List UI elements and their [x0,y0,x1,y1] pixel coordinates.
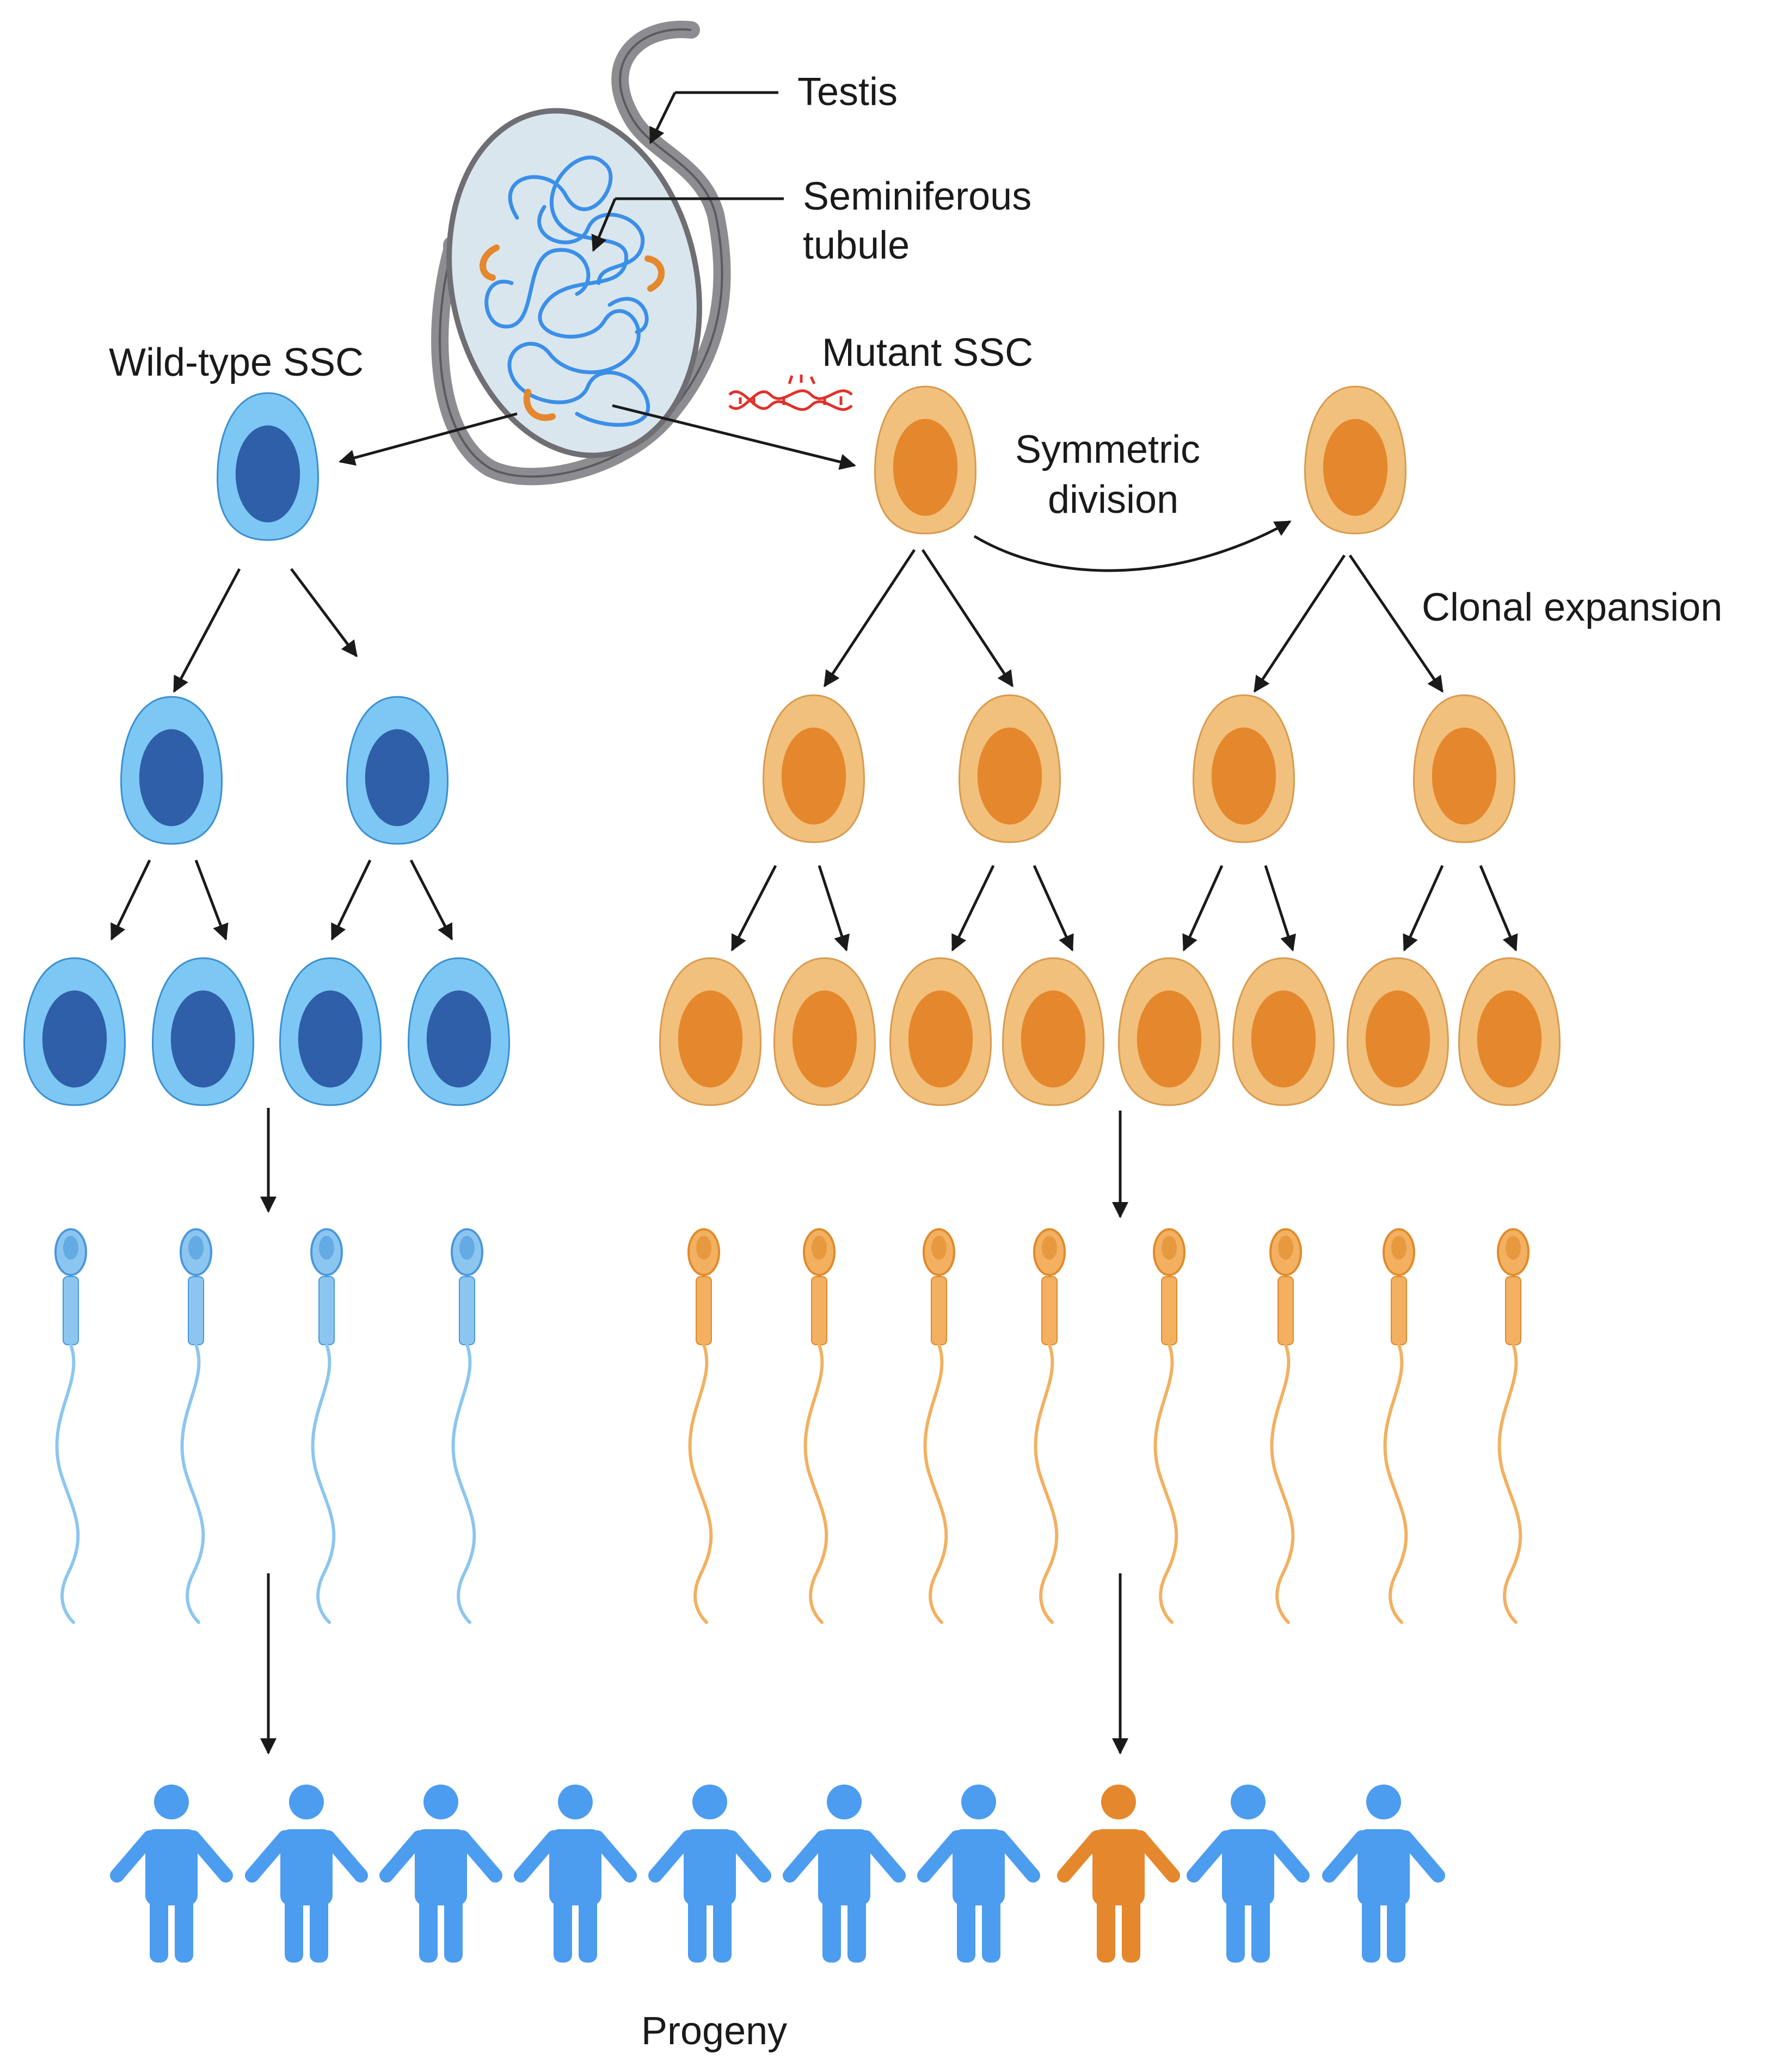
lineage-arrow [921,549,1014,688]
mutant-ssc-clone-cell [1304,385,1407,535]
lineage-arrow [1479,865,1518,952]
symmetric-division-label-line1: Symmetric [1015,428,1200,471]
cell-nucleus [1211,727,1276,825]
cell-nucleus [908,990,973,1088]
mutant-granddaughter-cell [1458,957,1561,1106]
cell-nucleus [1137,990,1202,1088]
mutant-granddaughter-cell [1346,957,1449,1106]
person-icon [514,1785,637,1963]
mutant-daughter-cell [1412,694,1516,843]
mutant-granddaughter-cell [1232,957,1335,1106]
sperm-icon [687,1228,720,1624]
lineage-arrow [1348,554,1444,693]
wildtype-ssc-label: Wild-type SSC [109,341,364,384]
sperm-icon [180,1228,212,1624]
cell-nucleus [893,419,958,516]
seminiferous-tubule-label-line1: Seminiferous [803,175,1031,218]
lineage-arrow [409,859,453,941]
lineage-arrow [818,865,850,952]
progeny-label: Progeny [641,2009,787,2053]
wildtype-granddaughter-cell [151,957,255,1106]
progeny-row [110,1785,1445,1963]
cells-layer [23,385,1561,1106]
lineage-arrow [330,859,372,941]
mutant-granddaughter-cell [1002,957,1105,1106]
lineage-arrow [173,568,241,693]
cell-nucleus [1021,990,1086,1088]
division-arrows [110,549,1518,1755]
cell-nucleus [139,729,204,826]
sperm-icon [923,1228,955,1624]
mutant-granddaughter-cell [1117,957,1221,1106]
mutant-ssc-cell [874,385,977,535]
wildtype-daughter-cell [120,696,223,845]
sperm-icon [803,1228,836,1624]
cell-nucleus [170,990,236,1088]
person-icon [1057,1785,1180,1963]
symmetric-division-label-line2: division [1048,478,1178,522]
mutant-granddaughter-cell [659,957,762,1106]
seminiferous-tubule-label-line2: tubule [803,224,910,267]
mutant-daughter-cell [1192,694,1295,843]
wildtype-granddaughter-cell [23,957,126,1106]
cell-nucleus [1477,990,1542,1088]
cell-nucleus [781,727,846,825]
mutant-granddaughter-cell [889,957,992,1106]
cell-nucleus [678,990,743,1088]
lineage-arrow [1253,554,1346,693]
wildtype-daughter-cell [346,696,449,845]
person-icon [110,1785,233,1963]
sperm-icon [1269,1228,1302,1624]
person-icon [648,1785,771,1963]
person-icon [783,1785,906,1963]
sperm-layer [54,1228,1530,1624]
sperm-icon [1153,1228,1186,1624]
mutant-ssc-label: Mutant SSC [822,331,1033,375]
cell-nucleus [1323,419,1388,516]
lineage-arrow [1182,865,1224,952]
wildtype-granddaughter-cell [279,957,382,1106]
cell-nucleus [792,990,857,1088]
cell-nucleus [1365,990,1430,1088]
lineage-arrow [730,865,777,952]
person-icon [1187,1785,1310,1963]
person-icon [245,1785,368,1963]
lineage-arrow [1403,865,1444,952]
lineage-arrow [823,549,916,688]
sperm-icon [54,1228,87,1624]
sperm-icon [451,1228,483,1624]
clonal-expansion-label: Clonal expansion [1422,586,1722,629]
lineage-arrow [1033,865,1074,952]
cell-nucleus [1432,727,1497,825]
lineage-arrow [110,859,151,941]
wildtype-granddaughter-cell [407,957,511,1106]
person-icon [917,1785,1040,1963]
mutant-daughter-cell [762,694,865,843]
testis-icon [431,21,731,486]
cell-nucleus [298,990,363,1088]
testis-label: Testis [797,70,898,114]
cell-nucleus [235,425,300,523]
sperm-icon [1383,1228,1415,1624]
mutant-daughter-cell [958,694,1061,843]
cell-nucleus [365,729,430,826]
cell-nucleus [977,727,1042,825]
lineage-arrow [194,860,229,941]
lineage-arrow [1264,865,1296,952]
wildtype-ssc-cell [216,392,320,541]
person-icon [1322,1785,1445,1963]
cell-nucleus [426,990,492,1088]
cell-nucleus [1251,990,1316,1088]
lineage-arrow [290,568,358,658]
sperm-icon [1033,1228,1066,1624]
lineage-arrow [951,865,995,952]
mutant-granddaughter-cell [773,957,876,1106]
sperm-icon [1497,1228,1530,1624]
sperm-icon [310,1228,343,1624]
seminiferous-tubule-icon [484,155,650,427]
person-icon [379,1785,502,1963]
cell-nucleus [42,990,107,1088]
dna-mutation-icon [728,375,853,411]
